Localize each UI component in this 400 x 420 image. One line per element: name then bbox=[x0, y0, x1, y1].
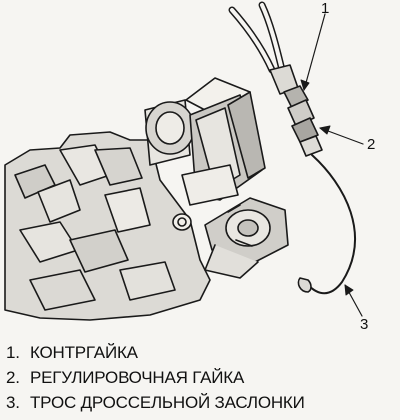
callout-3: 3 bbox=[360, 316, 369, 333]
throttle-cable-housing bbox=[228, 1, 299, 95]
throttle-body-illustration bbox=[4, 1, 364, 321]
callout-1: 1 bbox=[321, 0, 330, 17]
throttle-cam bbox=[204, 197, 289, 279]
lock-and-adjusting-nuts bbox=[283, 85, 323, 157]
leader-line-1 bbox=[303, 13, 326, 91]
parts-legend: 1. КОНТРГАЙКА 2. РЕГУЛИРОВОЧНАЯ ГАЙКА 3. ТР… bbox=[6, 340, 396, 415]
legend-number: 2. bbox=[6, 368, 20, 387]
throttle-cable bbox=[307, 154, 356, 295]
legend-item-adjusting-nut: 2. РЕГУЛИРОВОЧНАЯ ГАЙКА bbox=[6, 365, 396, 390]
callout-2: 2 bbox=[367, 136, 376, 153]
engine-block bbox=[4, 131, 211, 321]
legend-item-throttle-cable: 3. ТРОС ДРОССЕЛЬНОЙ ЗАСЛОНКИ bbox=[6, 390, 396, 415]
throttle-lever-bracket bbox=[181, 77, 266, 206]
legend-text: РЕГУЛИРОВОЧНАЯ ГАЙКА bbox=[30, 368, 245, 387]
legend-item-locknut: 1. КОНТРГАЙКА bbox=[6, 340, 396, 365]
legend-number: 3. bbox=[6, 393, 20, 412]
legend-number: 1. bbox=[6, 343, 20, 362]
legend-text: КОНТРГАЙКА bbox=[30, 343, 138, 362]
sensor-housing bbox=[144, 99, 195, 166]
legend-text: ТРОС ДРОССЕЛЬНОЙ ЗАСЛОНКИ bbox=[30, 393, 305, 412]
